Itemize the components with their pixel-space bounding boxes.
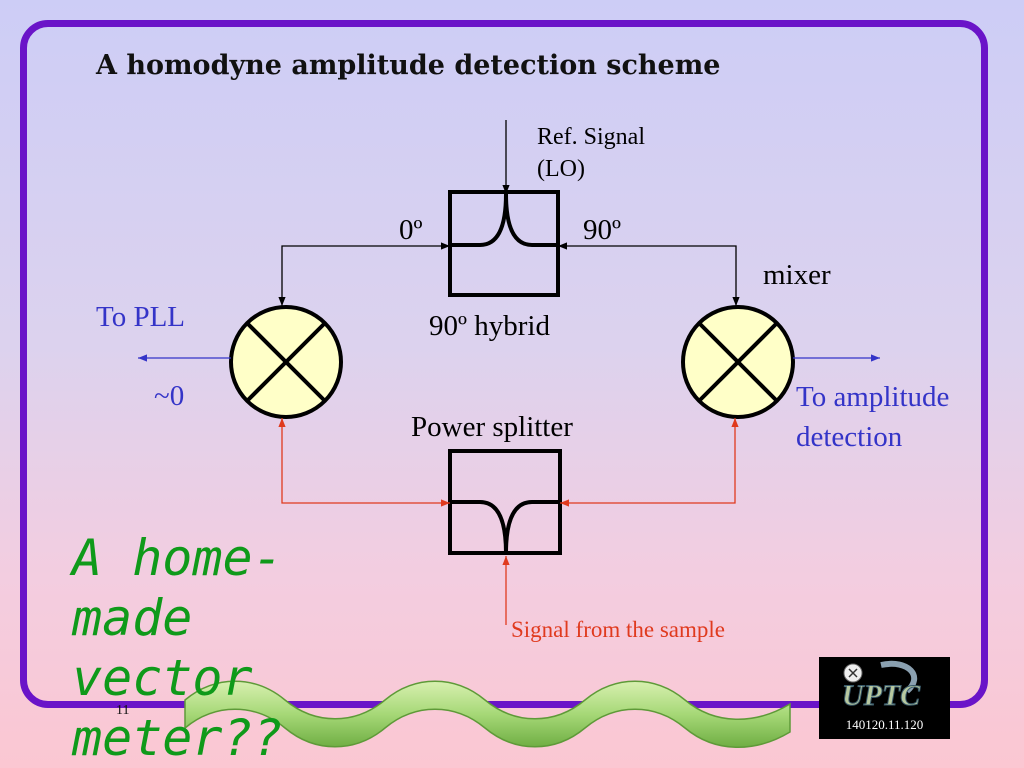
ninety-degree-label: 90º <box>583 214 621 246</box>
logo-graphic: UPTC <box>841 660 922 713</box>
ref-signal-line1: Ref. Signal <box>537 124 645 150</box>
signal-from-sample-label: Signal from the sample <box>511 617 725 642</box>
to-pll-label: To PLL <box>96 301 185 333</box>
power-splitter-label: Power splitter <box>411 411 573 443</box>
to-amplitude-line1: To amplitude <box>796 381 950 413</box>
logo-wordmark: UPTC <box>842 679 921 712</box>
ref-signal-label: Ref. Signal (LO) <box>537 121 645 185</box>
hybrid-block <box>448 190 560 297</box>
hybrid-label: 90º hybrid <box>429 310 550 342</box>
page-number: 11 <box>116 703 130 718</box>
to-amplitude-label: To amplitude detection <box>796 377 949 457</box>
slide-title: A homodyne amplitude detection scheme <box>96 50 721 81</box>
logo-caption: 140120.11.120 <box>845 717 924 732</box>
slogan-text: A home-made vector meter?? <box>72 529 283 767</box>
power-splitter-block <box>448 449 562 555</box>
splitter-right-line <box>560 418 739 507</box>
splitter-left-line <box>278 418 450 507</box>
mixer-cross-icon <box>697 321 779 403</box>
mixer-label: mixer <box>763 259 831 291</box>
zero-degree-label: 0º <box>399 214 423 246</box>
ribbon-banner <box>184 680 791 748</box>
approx-zero-label: ~0 <box>154 380 185 412</box>
ref-signal-line2: (LO) <box>537 156 585 182</box>
slide-frame <box>20 20 988 708</box>
to-amplitude-line2: detection <box>796 421 903 453</box>
hybrid-90deg-line <box>558 242 740 306</box>
hybrid-0deg-line <box>278 242 450 306</box>
university-logo: UPTC 140120.11.120 <box>819 657 950 739</box>
mixer-left <box>229 305 343 419</box>
mixer-cross-icon <box>245 321 327 403</box>
mixer-right <box>681 305 795 419</box>
